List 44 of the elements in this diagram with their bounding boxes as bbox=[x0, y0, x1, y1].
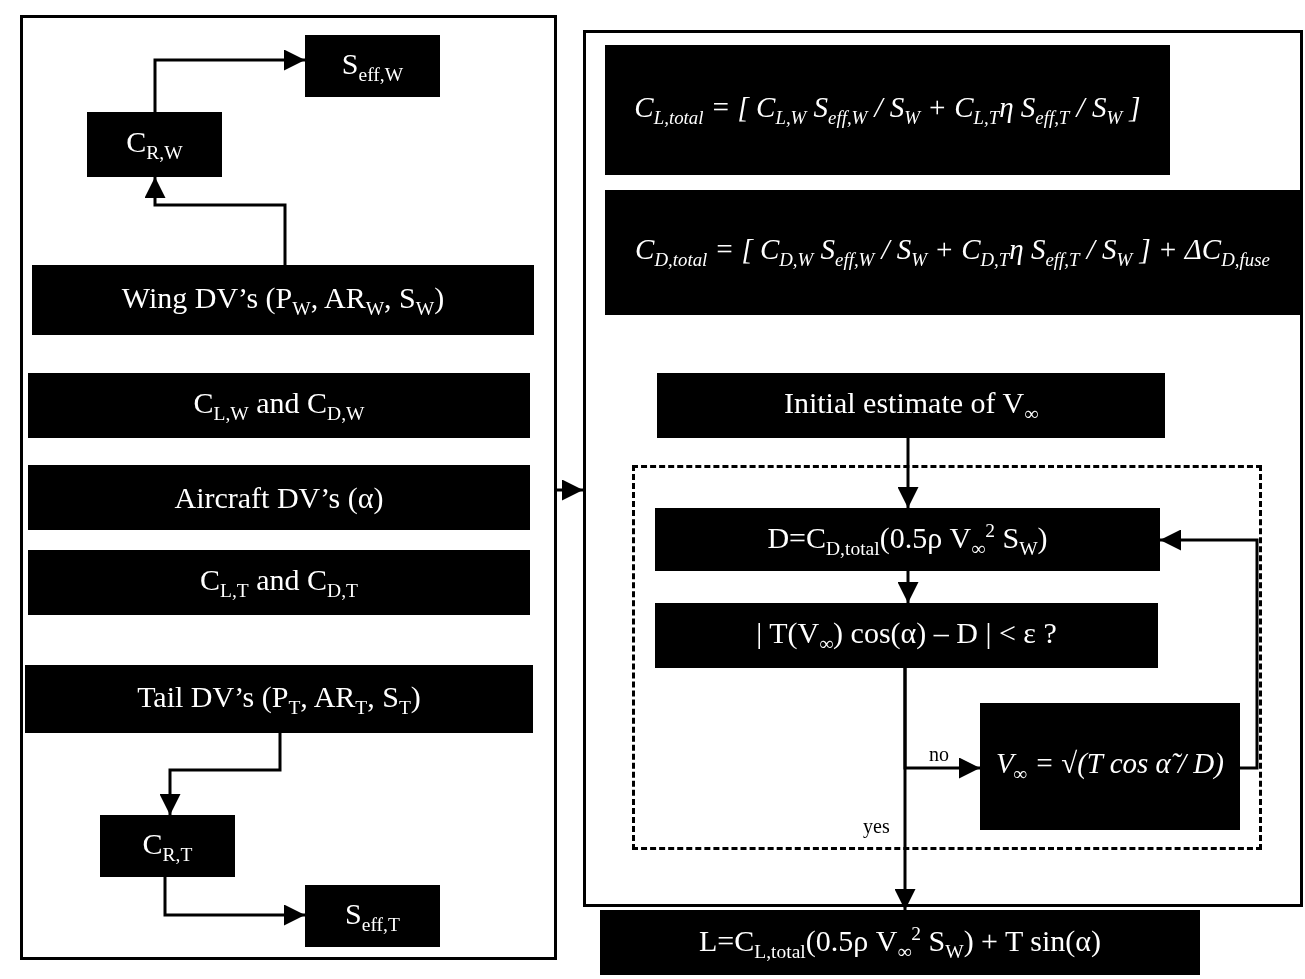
node-text: Wing DV’s (P$_{W}$, AR$_{W}$, S$_{W}$) bbox=[121, 280, 445, 320]
process-box bbox=[28, 373, 530, 438]
process-box bbox=[657, 373, 1165, 438]
node-text: | T(V$_{∞}$) cos(α) – D | < ε ? bbox=[756, 616, 1057, 655]
arrow bbox=[153, 49, 305, 112]
process-box bbox=[600, 910, 1200, 975]
process-box bbox=[655, 603, 1158, 668]
arrow bbox=[897, 438, 919, 508]
node-text: D=C$_{D,total}$(0.5ρ V$_{∞}$$^{2}$ S$_{W}$) bbox=[767, 519, 1048, 560]
process-box bbox=[655, 508, 1160, 571]
process-box bbox=[32, 265, 534, 335]
loop-frame bbox=[632, 465, 1262, 850]
formula-text: V$_{∞}$ = √(T cos α̃ / D) bbox=[996, 748, 1224, 785]
formula-text: C$_{L,total}$ = [ C$_{L,W}$ S$_{eff,W}$ / S$_{W}$ + C$_{L,T}$η S$_{eff,T}$ / S$_{W}$ ] bbox=[634, 91, 1141, 129]
panel-frame bbox=[20, 15, 557, 960]
arrow bbox=[159, 733, 282, 815]
node-text: C$_{R,W}$ bbox=[126, 125, 183, 164]
process-box bbox=[305, 885, 440, 947]
node-text: Aircraft DV’s (α) bbox=[174, 481, 384, 514]
node-text: C$_{R,T}$ bbox=[142, 826, 193, 866]
process-box bbox=[25, 665, 533, 733]
arrow bbox=[557, 479, 583, 501]
process-box bbox=[87, 112, 222, 177]
node-text: Initial estimate of V$_{∞}$ bbox=[783, 386, 1039, 425]
node-text: L=C$_{L,total}$(0.5ρ V$_{∞}$$^{2}$ S$_{W}$) + T sin(α) bbox=[699, 922, 1101, 963]
panel-frame bbox=[583, 30, 1303, 907]
process-box bbox=[100, 815, 235, 877]
arrow bbox=[144, 177, 287, 265]
process-box bbox=[28, 465, 530, 530]
node-text: S$_{eff,W}$ bbox=[341, 46, 404, 86]
node-text: S$_{eff,T}$ bbox=[345, 896, 400, 936]
process-box bbox=[305, 35, 440, 97]
formula-text: C$_{D,total}$ = [ C$_{D,W}$ S$_{eff,W}$ / S$_{W}$ + C$_{D,T}$η S$_{eff,T}$ / S$_{W}$ ] + ΔC$_{D,fuse}$ bbox=[635, 234, 1270, 271]
node-text: C$_{L,W}$ and C$_{D,W}$ bbox=[193, 386, 365, 425]
arrow bbox=[1160, 529, 1259, 770]
arrow bbox=[897, 571, 919, 603]
process-box bbox=[28, 550, 530, 615]
node-text: C$_{L,T}$ and C$_{D,T}$ bbox=[200, 563, 358, 602]
node-text: Tail DV’s (P$_{T}$, AR$_{T}$, S$_{T}$) bbox=[137, 679, 421, 719]
formula-box bbox=[980, 703, 1240, 830]
formula-box bbox=[605, 45, 1170, 175]
formula-box bbox=[605, 190, 1300, 315]
arrow bbox=[163, 877, 305, 926]
arrow bbox=[894, 668, 916, 910]
